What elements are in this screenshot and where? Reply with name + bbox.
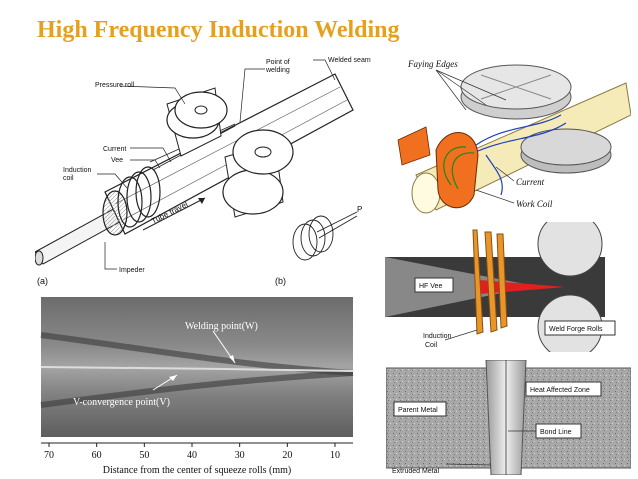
tube-body (102, 73, 354, 236)
hf-vee-diagram: HF Vee Weld Forge Rolls Induction Coil (385, 222, 616, 352)
x-axis-tick-label: 20 (282, 450, 292, 461)
vee-label: Vee (111, 157, 123, 164)
sub-label-a: (a) (37, 276, 48, 286)
hf-vee-label: HF Vee (419, 283, 442, 290)
faying-edges-label: Faying Edges (407, 59, 458, 69)
slide-title: High Frequency Induction Welding (37, 17, 400, 43)
weld-forge-rolls-label: Weld Forge Rolls (549, 326, 603, 333)
vee-gap (40, 366, 354, 372)
x-axis-tick-label: 30 (235, 450, 245, 461)
leader-lines (97, 59, 336, 270)
induction-coil-bar-1 (472, 229, 484, 335)
welding-point-label: Welding point(W) (185, 321, 258, 332)
induction-coil-label-vee-line2: Coil (425, 342, 438, 349)
induction-coil-turns (117, 166, 161, 228)
point-of-welding-label-line2: welding (265, 67, 290, 74)
weld-photo-panel: Welding point(W) V-convergence point(V) … (40, 297, 354, 476)
top-pressure-roll (166, 87, 228, 157)
upper-forge-roll (537, 222, 603, 277)
x-axis-tick-label: 40 (187, 450, 197, 461)
induction-coil-bar-3 (496, 233, 508, 329)
sub-label-b: (b) (275, 276, 286, 286)
orange-plate (397, 126, 431, 166)
current-label-color: Current (516, 177, 545, 187)
hf-vee-label-box (414, 277, 454, 293)
weld-cross-section: Heat Affected Zone Parent Metal Bond Lin… (386, 360, 631, 475)
weld-forge-label-box (544, 320, 616, 336)
current-label: Current (103, 146, 126, 153)
x-axis-ticks: 70 60 50 40 30 20 10 (44, 443, 340, 461)
x-axis-tick-label: 10 (330, 450, 340, 461)
induction-coil-bar-2 (484, 231, 498, 333)
side-pressure-roll (222, 129, 294, 218)
point-of-welding-label: Point of (266, 59, 290, 66)
induction-coil-label: Induction (63, 167, 92, 174)
vee-opening (385, 257, 535, 317)
bond-line-label: Bond Line (540, 429, 572, 436)
x-axis-tick-label: 50 (139, 450, 149, 461)
extruded-metal-label: Extruded Metal (392, 468, 440, 475)
v-convergence-label: V-convergence point(V) (73, 397, 170, 408)
faying-leaders (435, 69, 515, 204)
impeder-label: Impeder (119, 267, 145, 274)
induction-coil-label-line2: coil (63, 175, 74, 182)
x-axis-label: Distance from the center of squeeze roll… (103, 465, 292, 476)
induction-coil-label-vee: Induction (423, 333, 452, 340)
work-coil (435, 132, 479, 209)
x-axis-tick-label: 60 (92, 450, 102, 461)
strip-edge-bottom (40, 370, 354, 408)
x-axis-tick-label: 70 (44, 450, 54, 461)
faying-edges-diagram: Faying Edges Current Work Coil (397, 59, 631, 214)
parent-metal-label: Parent Metal (398, 407, 438, 414)
tube-welding-schematic: Tube travel Pressure roll Point of weldi… (35, 57, 371, 286)
work-coil-label: Work Coil (516, 199, 553, 209)
current-loops (443, 114, 567, 196)
pipe-end (411, 172, 441, 214)
welded-seam-label: Welded seam (328, 57, 371, 64)
pressure-roll-label: Pressure roll (95, 82, 135, 89)
sub-label-p: P (357, 205, 362, 214)
grey-rolls (460, 64, 612, 174)
heat-affected-zone-label: Heat Affected Zone (530, 387, 590, 394)
current-path-sketch (292, 211, 358, 261)
